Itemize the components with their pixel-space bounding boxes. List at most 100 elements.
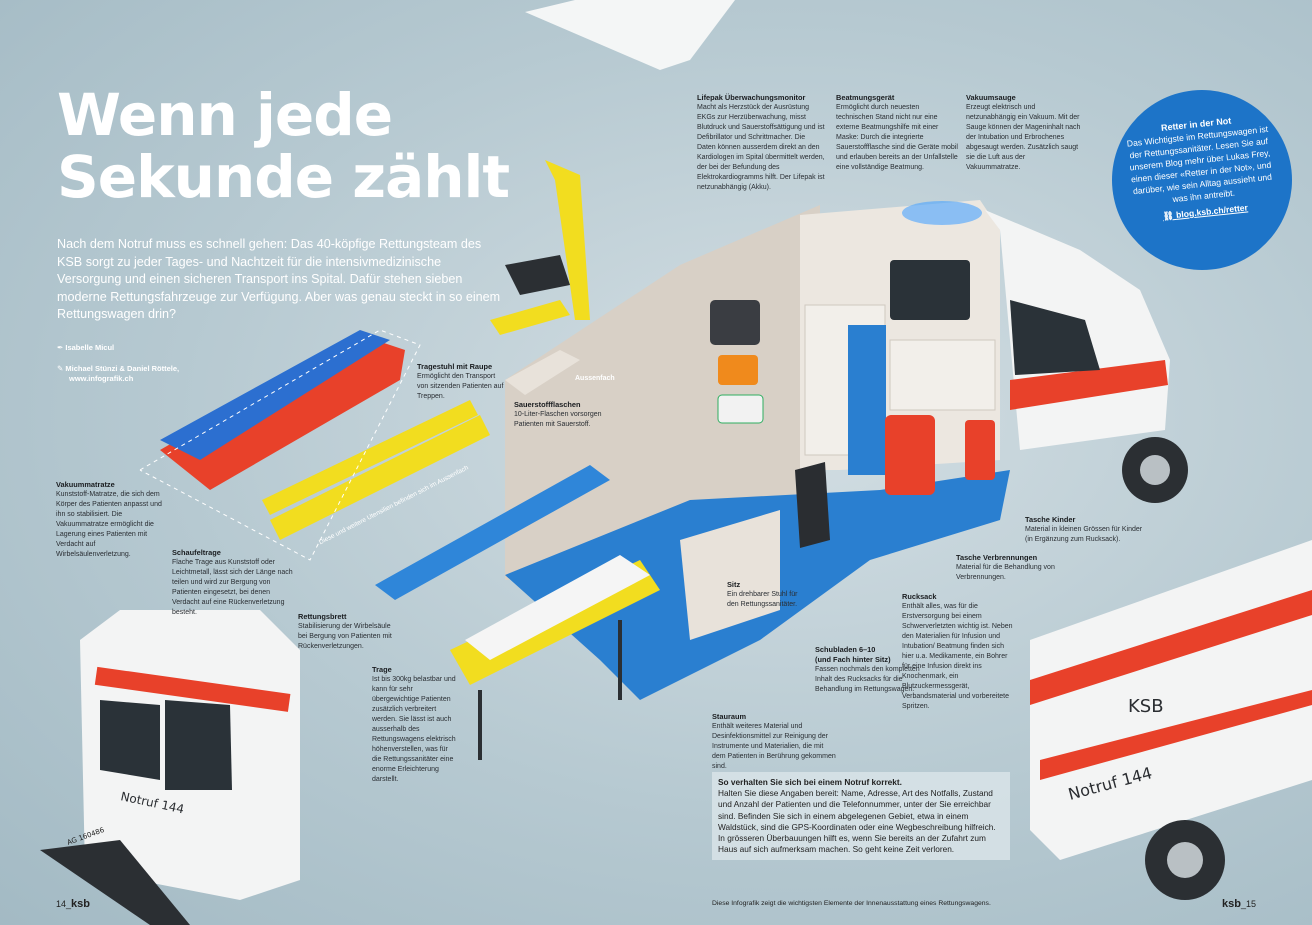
label-text: Kunststoff-Matratze, die sich dem Körper… — [56, 491, 162, 558]
suction-device — [717, 394, 764, 424]
feather-pen-icon: ✒ — [57, 343, 66, 352]
rear-wheel-rim — [1167, 842, 1203, 878]
label-schubladen: Schubladen 6–10(und Fach hinter Sitz) Fas… — [815, 645, 920, 695]
label-title: Tasche Verbrennungen — [956, 553, 1038, 562]
label-text: Material für die Behandlung von Verbrenn… — [956, 564, 1055, 581]
rear-step — [40, 840, 190, 925]
vehicle-brand-lettering: KSB — [1128, 696, 1164, 717]
label-title: Schubladen 6–10 — [815, 645, 876, 654]
notruf-info-box: So verhalten Sie sich bei einem Notruf k… — [712, 772, 1010, 861]
label-text: Ermöglicht durch neuesten technischen St… — [836, 104, 958, 171]
page-number-left: 14_ksb — [56, 898, 90, 910]
scoop-stretcher-half — [262, 400, 478, 515]
rear-window-left — [100, 700, 160, 780]
label-title: Tasche Kinder — [1025, 515, 1076, 524]
label-title: Stauraum — [712, 712, 747, 721]
blue-light — [902, 201, 982, 225]
vacuum-mattress-top — [160, 330, 390, 460]
label-title: Rucksack — [902, 592, 937, 601]
label-title: Schaufeltrage — [172, 548, 221, 557]
label-aussenfach: Aussenfach — [575, 375, 615, 382]
label-title: Trage — [372, 665, 392, 674]
label-text: Ist bis 300kg belastbar und kann für seh… — [372, 676, 456, 783]
graphics-url[interactable]: www.infografik.ch — [69, 374, 134, 383]
front-wheel-rim — [1140, 455, 1170, 485]
label-title-2: (und Fach hinter Sitz) — [815, 655, 891, 664]
ventilator — [718, 355, 758, 385]
label-title: Rettungsbrett — [298, 612, 347, 621]
attendant-seat — [795, 462, 830, 548]
graphics-credit: ✎ Michael Stünzi & Daniel Röttele, www.i… — [57, 364, 179, 384]
side-red-stripe-lower — [1040, 690, 1312, 780]
lifepak-monitor — [710, 300, 760, 345]
graphics-author: Michael Stünzi & Daniel Röttele, — [65, 364, 180, 373]
storage-cabinet — [680, 510, 780, 640]
label-title: Lifepak Überwachungsmonitor — [697, 93, 806, 102]
page-title: Wenn jede Sekunde zählt — [57, 81, 510, 211]
label-text: Stabilisierung der Wirbelsäule bei Bergu… — [298, 623, 392, 650]
roof-panel — [525, 0, 735, 70]
rear-window — [890, 260, 970, 320]
label-text: Enthält alles, was für die Erstversorgun… — [902, 603, 1013, 710]
rescue-board — [375, 465, 610, 600]
red-stripe — [1010, 360, 1168, 410]
title-line-2: Sekunde zählt — [57, 143, 510, 211]
vacuum-mattress — [160, 335, 405, 490]
infographic-caption: Diese Infografik zeigt die wichtigsten E… — [712, 900, 991, 907]
backpack — [885, 415, 935, 495]
stair-chair-seat — [505, 255, 570, 295]
box-paragraph-1: Halten Sie diese Angaben bereit: Name, A… — [718, 788, 996, 832]
stair-chair-track — [490, 300, 570, 335]
intro-text: Nach dem Notruf muss es schnell gehen: D… — [57, 237, 501, 322]
bag-children — [965, 420, 995, 480]
label-title: Vakuummatratze — [56, 480, 115, 489]
label-text: Flache Trage aus Kunststoff oder Leichtm… — [172, 559, 293, 616]
pencil-icon: ✎ — [57, 364, 66, 373]
label-title: Tragestuhl mit Raupe — [417, 362, 493, 371]
cab-window — [1010, 300, 1100, 375]
cabinet — [889, 339, 996, 411]
title-line-1: Wenn jede — [57, 81, 393, 149]
label-title: Sauerstoffflaschen — [514, 400, 581, 409]
page-number-right: ksb_15 — [1222, 898, 1256, 910]
outer-compartment — [505, 350, 580, 395]
left-page-num: 14_ — [56, 899, 72, 909]
label-title: Vakuumsauge — [966, 93, 1016, 102]
rear-window-right — [165, 700, 232, 790]
label-title: Beatmungsgerät — [836, 93, 895, 102]
side-red-stripe — [1030, 590, 1312, 705]
scoop-stretcher — [270, 415, 490, 540]
text-author: Isabelle Micul — [65, 343, 115, 352]
link-icon: ⛓ — [1162, 209, 1177, 222]
label-title: Sitz — [727, 580, 741, 589]
dashed-outline — [139, 329, 421, 561]
left-brand: ksb — [71, 898, 90, 910]
blog-link-text[interactable]: blog.ksb.ch/retter — [1175, 202, 1249, 220]
label-text: Enthält weiteres Material und Desinfekti… — [712, 723, 836, 770]
label-text: Ein drehbarer Stuhl für den Rettungssani… — [727, 591, 798, 608]
label-text: Material in kleinen Grössen für Kinder (… — [1025, 526, 1143, 543]
side-van — [1030, 540, 1312, 860]
label-text: Macht als Herzstück der Ausrüstung EKGs … — [697, 104, 825, 191]
circle-text: Das Wichtigste im Rettungswagen ist der … — [1126, 123, 1273, 205]
rear-red-stripe — [94, 666, 291, 712]
label-text: Ermöglicht den Transport von sitzenden P… — [417, 373, 504, 400]
right-page-num: _15 — [1240, 899, 1256, 909]
stretcher-mattress — [465, 555, 650, 660]
seat-back — [848, 325, 886, 475]
label-text: Fassen nochmals den kompletten Inhalt de… — [815, 666, 920, 693]
box-paragraph-2: In grösseren Überbauungen hilft es, wenn… — [718, 833, 986, 855]
